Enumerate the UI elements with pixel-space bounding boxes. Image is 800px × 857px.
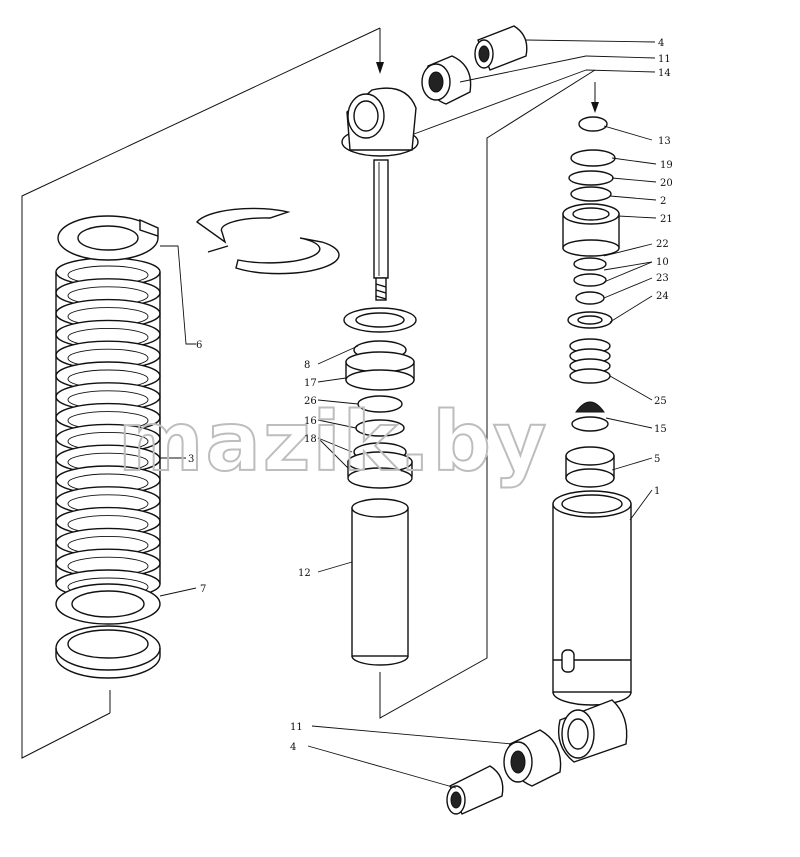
- shock-body-cylinder: [552, 490, 632, 706]
- callout-5: 5: [654, 454, 660, 465]
- callout-4-bottom: 4: [290, 742, 296, 753]
- coil-spring: [55, 257, 161, 599]
- callout-22: 22: [656, 239, 669, 250]
- callout-21: 21: [660, 214, 673, 225]
- callout-14: 14: [658, 68, 671, 79]
- assembly-frame-lines: [21, 27, 599, 759]
- callout-8: 8: [304, 360, 310, 371]
- callout-25: 25: [654, 396, 667, 407]
- callout-24: 24: [656, 291, 669, 302]
- lower-eye: [557, 699, 628, 763]
- upper-eye: [341, 87, 419, 157]
- callout-20: 20: [660, 178, 673, 189]
- callout-1: 1: [654, 486, 660, 497]
- callout-12: 12: [298, 568, 311, 579]
- callout-4-top: 4: [658, 38, 664, 49]
- spring-seat-lower: [55, 583, 161, 679]
- shock-internals: [562, 116, 620, 488]
- callout-18: 18: [304, 434, 317, 445]
- callout-16: 16: [304, 416, 317, 427]
- callout-3: 3: [188, 454, 194, 465]
- callout-6: 6: [196, 340, 202, 351]
- callout-26: 26: [304, 396, 317, 407]
- rubber-bushing-top: [421, 55, 472, 105]
- split-half-rings: [195, 207, 340, 275]
- callout-15: 15: [654, 424, 667, 435]
- rod-seals-stack: [343, 307, 417, 489]
- watermark-text: mazik.by: [118, 395, 548, 490]
- rubber-bushing-bottom: [503, 729, 562, 787]
- metal-sleeve-bottom: [446, 765, 504, 815]
- callout-labels: 4 11 14 13 19 20 2 21 22 10 23 24 25 15 …: [188, 38, 673, 753]
- callout-2: 2: [660, 196, 666, 207]
- callout-7: 7: [200, 584, 206, 595]
- piston-rod: [373, 159, 389, 301]
- callout-17: 17: [304, 378, 317, 389]
- callout-11-bottom: 11: [290, 722, 303, 733]
- metal-sleeve-top: [474, 25, 528, 71]
- spring-seat-ring-top: [57, 215, 159, 261]
- leader-lines: [159, 39, 657, 789]
- dust-cover-tube: [351, 498, 409, 666]
- callout-19: 19: [660, 160, 673, 171]
- callout-23: 23: [656, 273, 669, 284]
- callout-10: 10: [656, 257, 669, 268]
- callout-11-top: 11: [658, 54, 671, 65]
- callout-13: 13: [658, 136, 671, 147]
